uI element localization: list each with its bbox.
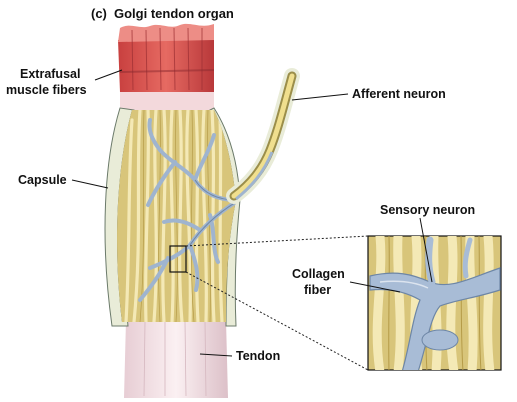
label-extrafusal-line1: Extrafusal (20, 67, 80, 81)
figure-letter: (c) (91, 6, 107, 21)
label-extrafusal-line2: muscle fibers (6, 83, 87, 97)
label-collagen-line2: fiber (304, 283, 331, 297)
figure-title-text: Golgi tendon organ (114, 6, 234, 21)
collagen-fibers (117, 110, 236, 322)
label-capsule: Capsule (18, 173, 109, 189)
label-collagen: Collagen fiber (292, 267, 401, 297)
extrafusal-muscle-fibers (118, 23, 215, 112)
magnified-inset (367, 235, 502, 371)
tendon (124, 319, 228, 398)
label-collagen-line1: Collagen (292, 267, 345, 281)
label-sensory: Sensory neuron (380, 203, 475, 283)
magnified-region-marker (169, 245, 187, 273)
label-capsule-text: Capsule (18, 173, 67, 187)
capsule (104, 107, 241, 327)
label-extrafusal: Extrafusal muscle fibers (6, 67, 123, 97)
sensory-neuron-magnified (369, 236, 501, 370)
inset-connectors (185, 235, 369, 371)
label-sensory-text: Sensory neuron (380, 203, 475, 217)
label-afferent: Afferent neuron (291, 87, 446, 101)
label-tendon-text: Tendon (236, 349, 280, 363)
label-tendon: Tendon (199, 349, 280, 363)
figure-title: (c) Golgi tendon organ (91, 6, 234, 21)
afferent-neuron (226, 68, 300, 204)
label-afferent-text: Afferent neuron (352, 87, 446, 101)
